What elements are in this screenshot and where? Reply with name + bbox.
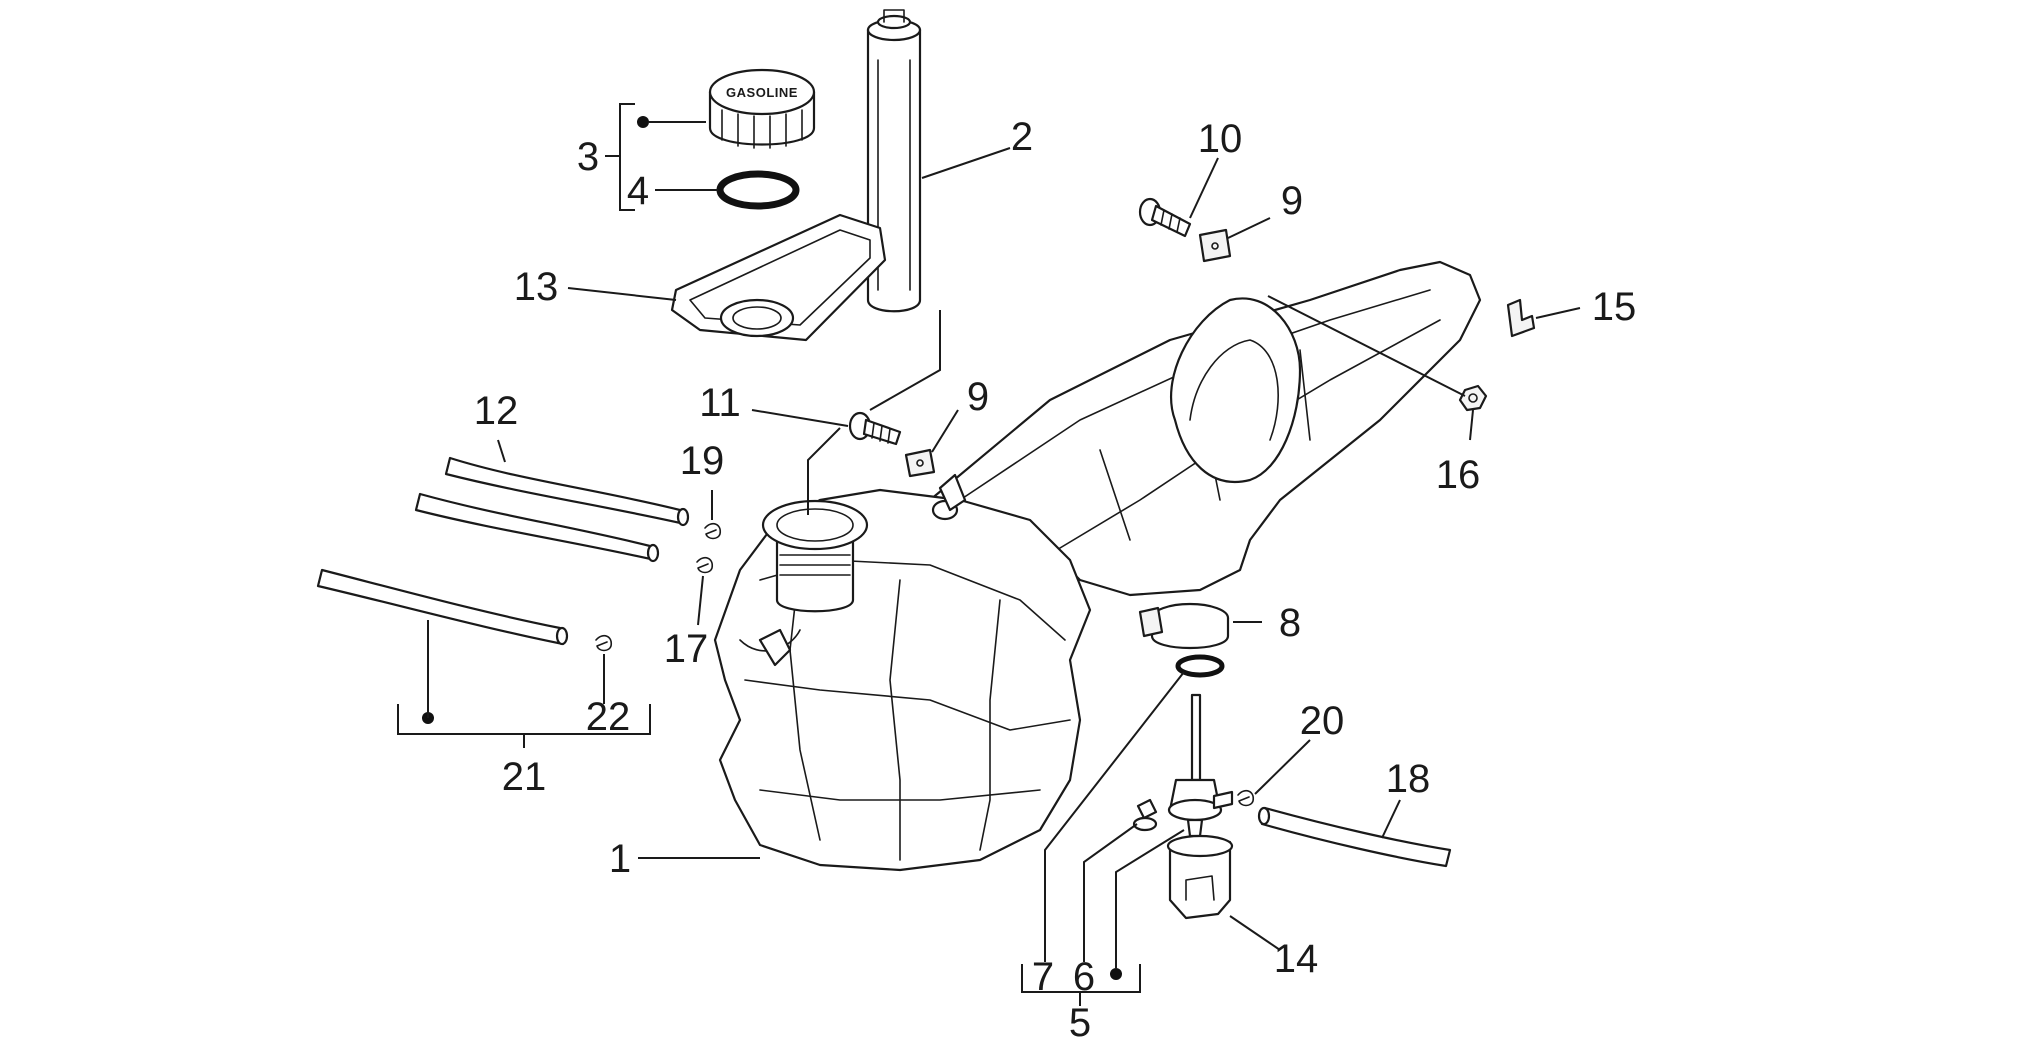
callout-21: 21 <box>502 755 547 799</box>
part-fuel-tank <box>713 260 1482 872</box>
callout-9b: 9 <box>1281 179 1303 223</box>
callout-10: 10 <box>1198 117 1243 161</box>
callout-16: 16 <box>1436 453 1481 497</box>
part-filler-tray <box>670 213 887 342</box>
part-fuel-pickup-6 <box>1167 693 1234 838</box>
part-hose-21 <box>316 568 569 646</box>
callout-13: 13 <box>514 265 559 309</box>
callout-8: 8 <box>1279 601 1301 645</box>
leader-lines <box>397 103 1581 1006</box>
callout-4: 4 <box>627 169 649 213</box>
part-o-ring-7 <box>1175 654 1225 678</box>
part-bracket-15 <box>1506 298 1536 338</box>
callout-5: 5 <box>1069 1001 1091 1041</box>
callout-1: 1 <box>609 837 631 881</box>
part-clamp-19 <box>704 522 722 540</box>
callout-6: 6 <box>1073 955 1095 999</box>
callout-11: 11 <box>699 381 741 425</box>
part-nut-16 <box>1458 384 1488 412</box>
part-bolt-10 <box>1138 197 1192 238</box>
part-clamp-22 <box>595 634 613 652</box>
callout-7: 7 <box>1032 955 1054 999</box>
callout-12: 12 <box>474 389 519 433</box>
callout-15: 15 <box>1592 285 1637 329</box>
cap-marking-label: GASOLINE <box>726 85 798 100</box>
part-clip-nut-9b <box>1198 228 1232 263</box>
part-clamp-20 <box>1237 789 1255 807</box>
part-bolt-11 <box>848 411 902 446</box>
part-bracket-14 <box>1166 834 1234 920</box>
part-clip-nut-9a <box>904 448 936 478</box>
callout-numbers: 1 2 3 4 5 6 7 8 9 9 10 11 12 13 14 15 16… <box>474 115 1637 1041</box>
part-hose-18 <box>1257 806 1452 868</box>
callout-14: 14 <box>1274 937 1319 981</box>
callout-22: 22 <box>586 695 631 739</box>
callout-2: 2 <box>1011 115 1033 159</box>
part-fuel-cap: GASOLINE <box>708 68 816 149</box>
part-fitting-6 <box>1132 798 1158 832</box>
part-clamp-17 <box>696 556 714 574</box>
part-vent-hoses-12 <box>414 456 690 563</box>
callout-17: 17 <box>664 627 709 671</box>
callout-9a: 9 <box>967 375 989 419</box>
callout-3: 3 <box>577 135 599 179</box>
callout-19: 19 <box>680 439 725 483</box>
part-band-clamp-8 <box>1138 602 1230 650</box>
part-cap-seal-ring <box>716 170 800 210</box>
callout-20: 20 <box>1300 699 1345 743</box>
callout-18: 18 <box>1386 757 1431 801</box>
